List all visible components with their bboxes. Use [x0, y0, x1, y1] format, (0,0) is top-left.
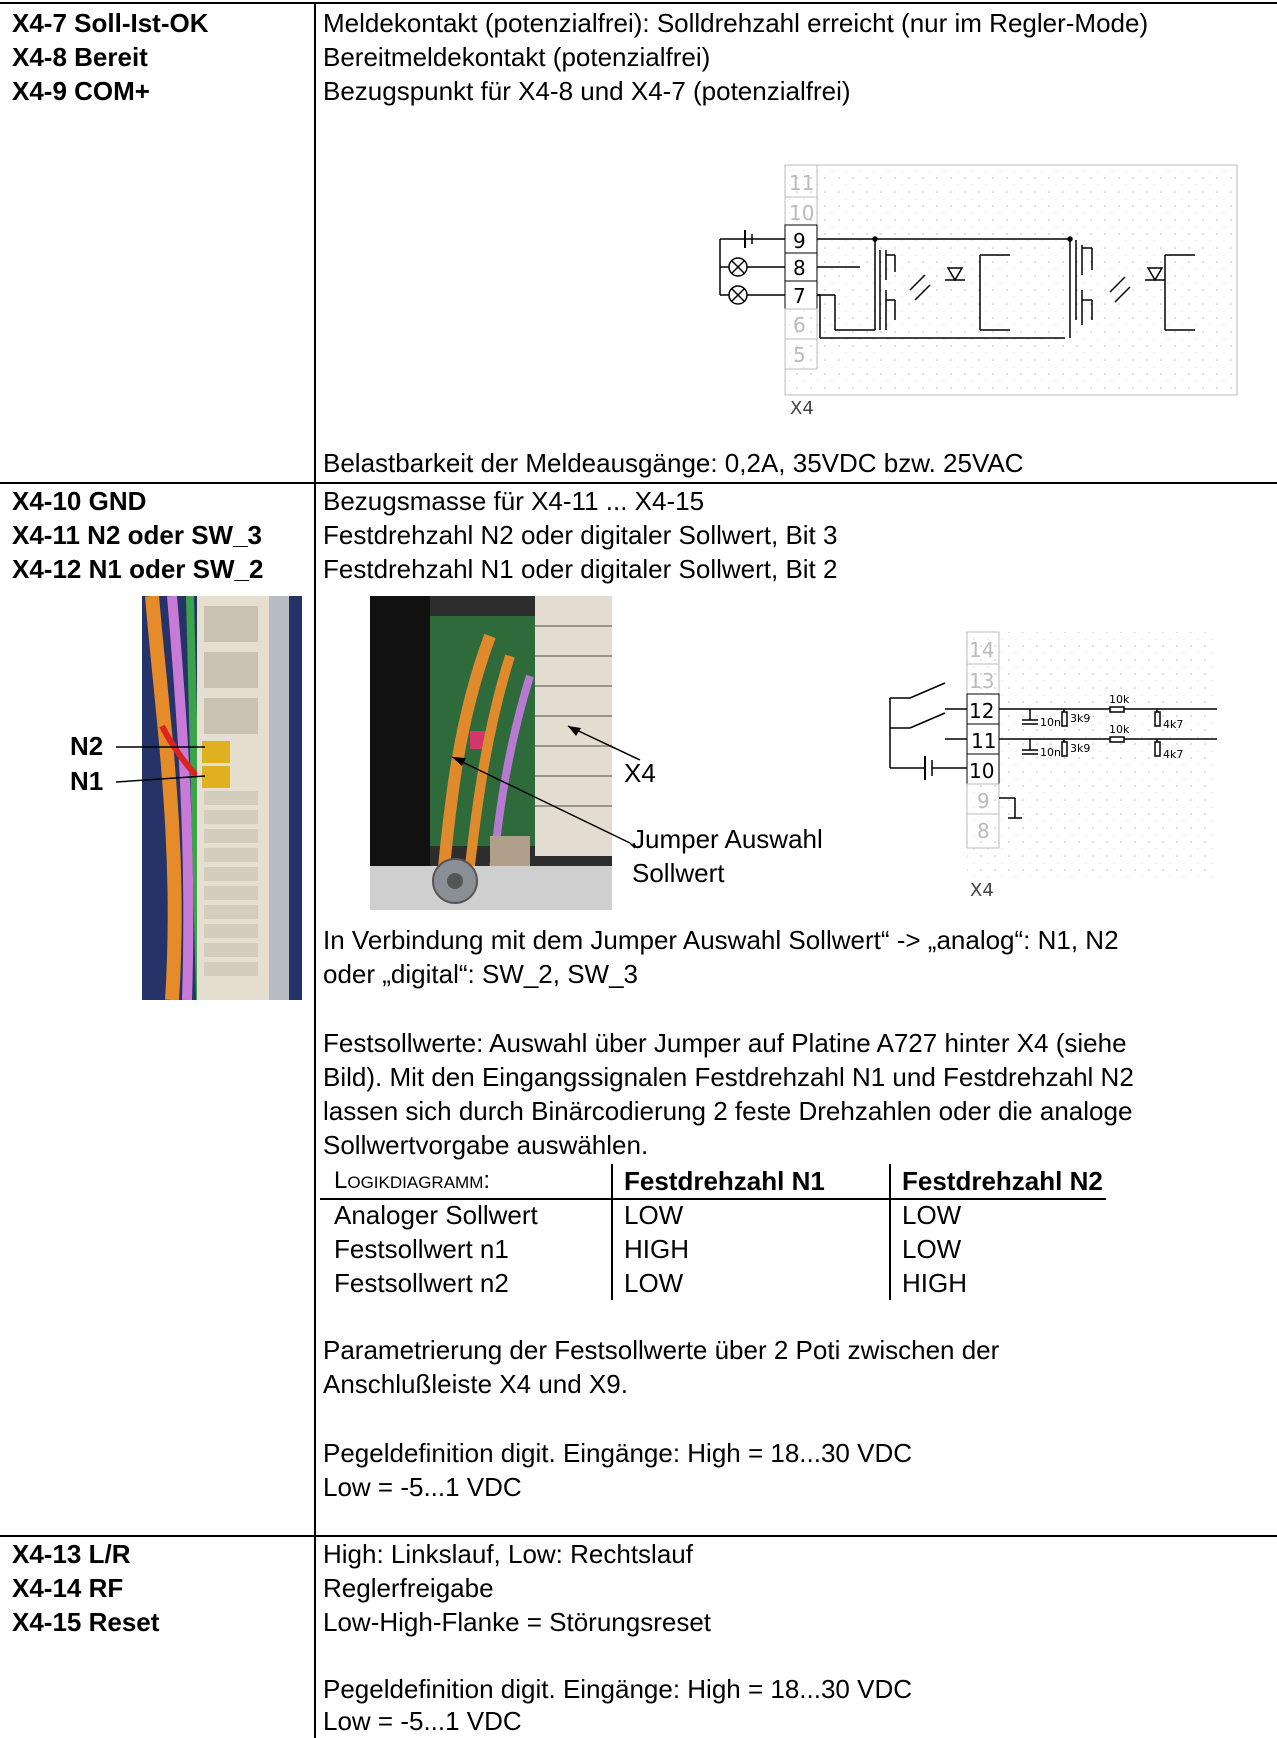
paragraph-line: Sollwertvorgabe auswählen. [323, 1130, 649, 1160]
row-divider-2 [0, 1535, 1277, 1537]
pin-number: 9 [793, 229, 806, 253]
table-cell: Analoger Sollwert [334, 1200, 538, 1230]
paragraph-line: Parametrierung der Festsollwerte über 2 … [323, 1335, 1000, 1365]
input-schematic: 14 13 12 11 10 9 8 X4 [889, 631, 1217, 901]
pin-number: 10 [969, 759, 994, 783]
pin-number: 8 [977, 819, 990, 843]
table-cell: Festsollwert n2 [334, 1268, 509, 1298]
column-header: Festdrehzahl N1 [624, 1166, 825, 1196]
component-label: 10n [1040, 716, 1061, 729]
table-cell: LOW [624, 1268, 684, 1298]
jumper-label: Jumper Auswahl [632, 824, 823, 854]
component-label: 10k [1109, 693, 1130, 706]
column-header: Festdrehzahl N2 [902, 1166, 1103, 1196]
paragraph-line: Pegeldefinition digit. Eingänge: High = … [323, 1674, 912, 1704]
pin-number: 11 [789, 171, 814, 195]
table-cell: Festsollwert n1 [334, 1234, 509, 1264]
description-line: Festdrehzahl N2 oder digitaler Sollwert,… [323, 520, 838, 550]
logic-table-caption: Logikdiagramm: [334, 1167, 491, 1194]
pin-number: 9 [977, 789, 990, 813]
column-separator [889, 1164, 891, 1300]
column-separator [611, 1164, 613, 1300]
description-line: Bereitmeldekontakt (potenzialfrei) [323, 42, 711, 72]
table-top-border [0, 2, 1277, 4]
connector-photo [142, 596, 302, 1000]
description-line: High: Linkslauf, Low: Rechtslauf [323, 1539, 693, 1569]
column-divider [314, 2, 316, 1738]
logic-table-header: Logikdiagramm: Festdrehzahl N1 Festdrehz… [320, 1164, 1110, 1198]
pin-label: X4-14 RF [12, 1573, 124, 1603]
pin-number: 5 [793, 343, 806, 367]
x4-label: X4 [624, 758, 656, 788]
pin-label: X4-11 N2 oder SW_3 [12, 520, 262, 550]
pin-number: 7 [793, 284, 806, 308]
paragraph-line: Low = -5...1 VDC [323, 1472, 522, 1502]
paragraph-line: In Verbindung mit dem Jumper Auswahl Sol… [323, 925, 1119, 955]
component-label: 3k9 [1070, 712, 1090, 725]
n1-label: N1 [70, 766, 104, 796]
paragraph-line: Bild). Mit den Eingangssignalen Festdreh… [323, 1062, 1134, 1092]
jumper-label: Sollwert [632, 858, 725, 888]
pin-number: 8 [793, 256, 806, 280]
component-label: 4k7 [1163, 718, 1183, 731]
table-row: Analoger Sollwert LOW LOW [320, 1198, 1110, 1232]
relay-output-schematic: 11 10 9 8 7 6 5 X4 [719, 164, 1238, 419]
paragraph-line: Low = -5...1 VDC [323, 1706, 522, 1736]
pin-number: 13 [969, 669, 994, 693]
n2-label: N2 [70, 731, 104, 761]
description-line: Low-High-Flanke = Störungsreset [323, 1607, 712, 1637]
pin-label: X4-8 Bereit [12, 42, 148, 72]
pin-label: X4-9 COM+ [12, 76, 150, 106]
pin-number: 14 [969, 638, 994, 662]
table-cell: LOW [624, 1200, 684, 1230]
table-cell: HIGH [902, 1268, 967, 1298]
pin-number: 6 [793, 313, 806, 337]
description-line: Bezugspunkt für X4-8 und X4-7 (potenzial… [323, 76, 851, 106]
pin-label: X4-15 Reset [12, 1607, 160, 1637]
load-rating: Belastbarkeit der Meldeausgänge: 0,2A, 3… [323, 448, 1024, 478]
description-line: Bezugsmasse für X4-11 ... X4-15 [323, 486, 705, 516]
pin-label: X4-10 GND [12, 486, 147, 516]
pin-number: 11 [971, 729, 996, 753]
pin-label: X4-13 L/R [12, 1539, 131, 1569]
component-label: 4k7 [1163, 748, 1183, 761]
description-line: Festdrehzahl N1 oder digitaler Sollwert,… [323, 554, 838, 584]
logic-table: Logikdiagramm: Festdrehzahl N1 Festdrehz… [320, 1164, 1110, 1300]
pin-label: X4-12 N1 oder SW_2 [12, 554, 264, 584]
pin-number: 12 [969, 699, 994, 723]
paragraph-line: Festsollwerte: Auswahl über Jumper auf P… [323, 1028, 1127, 1058]
table-row: Festsollwert n1 HIGH LOW [320, 1232, 1110, 1266]
component-label: 3k9 [1070, 742, 1090, 755]
table-row: Festsollwert n2 LOW HIGH [320, 1266, 1110, 1300]
paragraph-line: Anschlußleiste X4 und X9. [323, 1369, 628, 1399]
connector-label: X4 [790, 398, 814, 419]
connector-label: X4 [970, 880, 994, 901]
table-cell: LOW [902, 1200, 962, 1230]
description-line: Reglerfreigabe [323, 1573, 494, 1603]
table-cell: LOW [902, 1234, 962, 1264]
paragraph-line: Pegeldefinition digit. Eingänge: High = … [323, 1438, 912, 1468]
paragraph-line: oder „digital“: SW_2, SW_3 [323, 959, 639, 989]
pin-number: 10 [789, 201, 814, 225]
header-rule [320, 1198, 1106, 1200]
n-label-pointers [115, 746, 206, 783]
description-line: Meldekontakt (potenzialfrei): Solldrehza… [323, 8, 1149, 38]
table-cell: HIGH [624, 1234, 689, 1264]
jumper-pointers [451, 725, 641, 849]
pin-label: X4-7 Soll-Ist-OK [12, 8, 209, 38]
component-label: 10k [1109, 723, 1130, 736]
paragraph-line: lassen sich durch Binärcodierung 2 feste… [323, 1096, 1133, 1126]
component-label: 10n [1040, 746, 1061, 759]
row-divider-1 [0, 482, 1277, 484]
jumper-photo [370, 596, 612, 910]
